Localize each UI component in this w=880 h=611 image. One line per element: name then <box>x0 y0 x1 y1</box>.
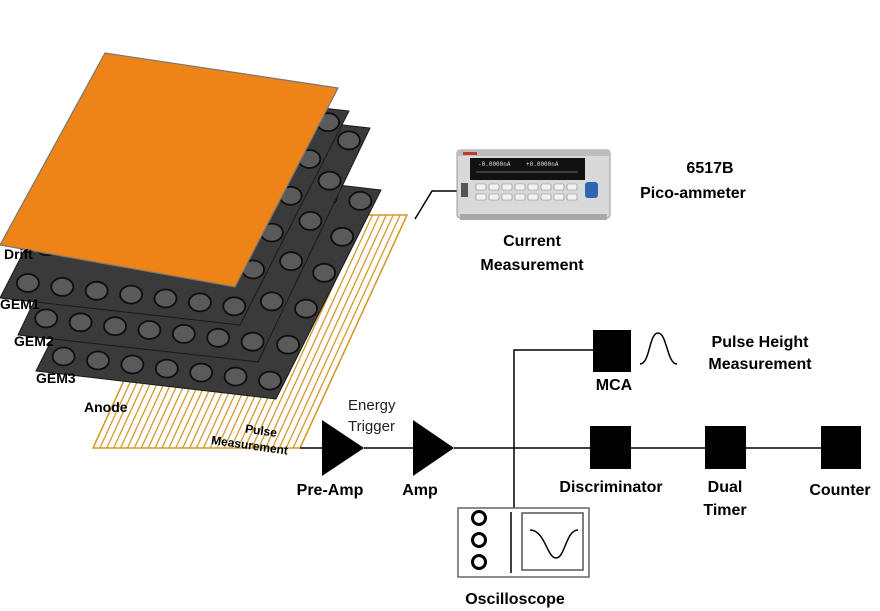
amp-symbol <box>413 420 454 476</box>
drift-label: Drift <box>4 246 33 262</box>
amp-label: Amp <box>402 482 438 499</box>
signal-wires <box>300 190 823 508</box>
display-panel <box>470 158 585 180</box>
knob-icon <box>471 554 487 570</box>
preamp-label: Pre-Amp <box>297 482 364 499</box>
pulse-shape-icon <box>639 332 678 365</box>
scope-trace-icon <box>529 529 579 559</box>
trigger-label: Trigger <box>348 418 395 435</box>
preamp-symbol <box>322 420 364 476</box>
knob-icon <box>471 532 487 548</box>
knob-icon <box>471 510 487 526</box>
picoammeter-model: 6517B <box>686 160 733 177</box>
picoammeter-name: Pico-ammeter <box>640 185 746 202</box>
gem3-label: GEM3 <box>36 370 76 386</box>
discriminator-label: Discriminator <box>559 479 662 496</box>
power-button <box>585 182 598 198</box>
dual-timer-label-line2: Timer <box>703 502 746 519</box>
mca-label: MCA <box>596 377 633 394</box>
pulse-height-label-line2: Measurement <box>708 356 812 373</box>
oscilloscope <box>457 507 590 578</box>
energy-label: Energy <box>348 397 396 414</box>
display-right: +0.0000nA <box>526 161 559 168</box>
dual-timer-block <box>705 426 746 469</box>
current-measurement-line1: Current <box>503 233 561 250</box>
drift-plate <box>0 52 339 288</box>
mca-block <box>593 330 631 372</box>
oscilloscope-label: Oscilloscope <box>465 591 565 608</box>
picoammeter-instrument: -0.0000nA +0.0000nA <box>456 149 611 220</box>
scope-screen <box>521 512 584 571</box>
pulse-height-label-line1: Pulse Height <box>712 334 810 351</box>
discriminator-block <box>590 426 631 469</box>
display-left: -0.0000nA <box>478 161 511 168</box>
counter-label: Counter <box>809 482 870 499</box>
gem1-label: GEM1 <box>0 296 40 312</box>
dual-timer-label-line1: Dual <box>708 479 743 496</box>
pulse-measurement-line1: Pulse <box>244 422 278 440</box>
anode-label: Anode <box>84 399 128 415</box>
counter-block <box>821 426 861 469</box>
current-measurement-line2: Measurement <box>480 257 584 274</box>
gem2-label: GEM2 <box>14 333 54 349</box>
